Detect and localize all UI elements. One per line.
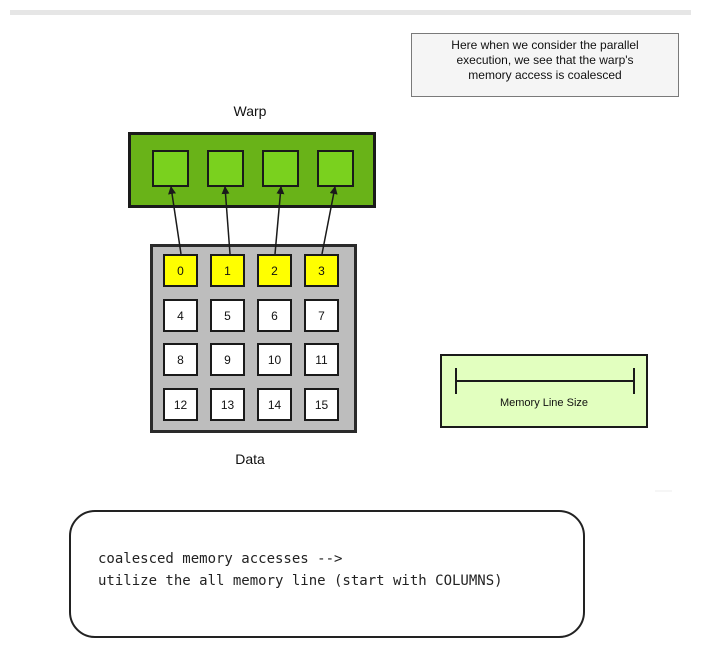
data-cell: 11 xyxy=(304,343,339,376)
warp-thread xyxy=(207,150,244,187)
arrow-connector xyxy=(168,186,182,255)
data-cell: 0 xyxy=(163,254,198,287)
top-divider xyxy=(10,10,691,15)
arrow-connector xyxy=(274,186,285,255)
data-cell: 2 xyxy=(257,254,292,287)
arrow-connector xyxy=(221,186,231,255)
arrow-connector xyxy=(321,186,338,255)
annotation-note: Here when we consider the parallel execu… xyxy=(411,33,679,97)
data-cell: 9 xyxy=(210,343,245,376)
data-cell: 8 xyxy=(163,343,198,376)
data-cell: 1 xyxy=(210,254,245,287)
data-cell: 13 xyxy=(210,388,245,421)
data-cell: 14 xyxy=(257,388,292,421)
data-cell: 3 xyxy=(304,254,339,287)
memory-line-box xyxy=(440,354,648,428)
warp-thread xyxy=(317,150,354,187)
caption-line: coalesced memory accesses --> xyxy=(98,551,343,567)
caption-line: utilize the all memory line (start with … xyxy=(98,573,503,589)
data-cell: 7 xyxy=(304,299,339,332)
warp-thread xyxy=(262,150,299,187)
note-line: execution, we see that the warp's xyxy=(456,53,634,67)
data-cell: 15 xyxy=(304,388,339,421)
data-label: Data xyxy=(235,451,265,467)
note-line: Here when we consider the parallel xyxy=(451,38,639,52)
memory-line-label: Memory Line Size xyxy=(499,397,589,409)
note-line: memory access is coalesced xyxy=(468,68,622,82)
warp-label: Warp xyxy=(233,103,267,119)
data-cell: 4 xyxy=(163,299,198,332)
data-cell: 6 xyxy=(257,299,292,332)
caption-box: coalesced memory accesses --> utilize th… xyxy=(69,510,585,638)
data-cell: 5 xyxy=(210,299,245,332)
data-cell: 10 xyxy=(257,343,292,376)
data-cell: 12 xyxy=(163,388,198,421)
warp-thread xyxy=(152,150,189,187)
